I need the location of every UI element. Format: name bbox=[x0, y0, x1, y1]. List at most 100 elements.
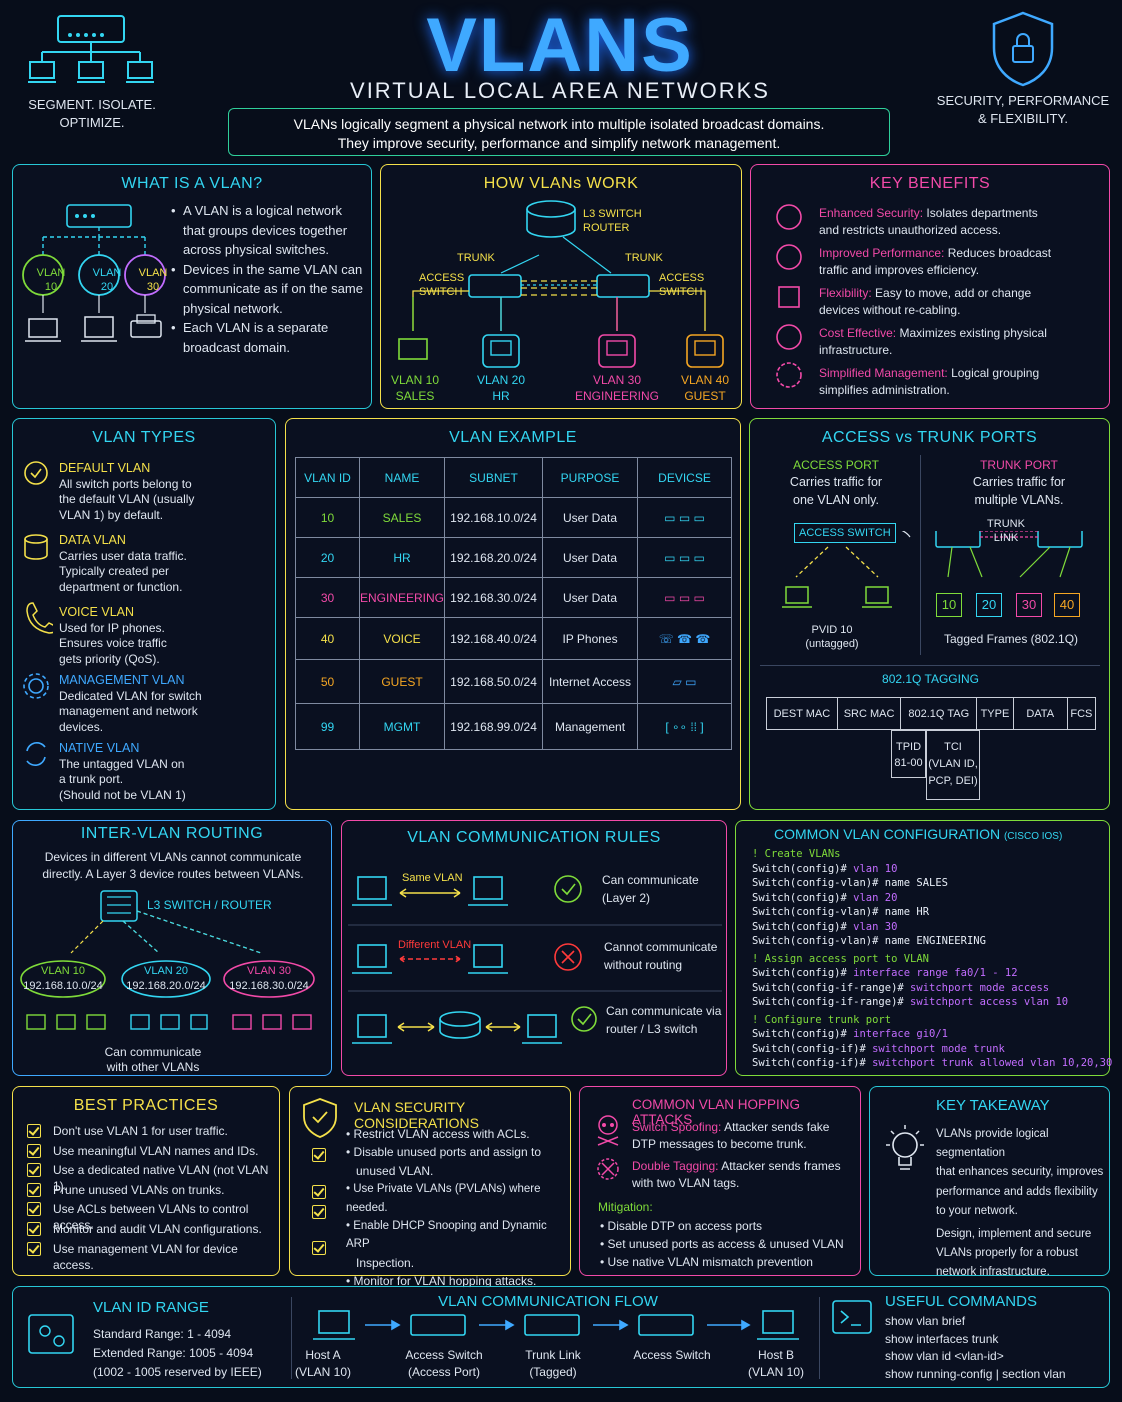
inter-title: INTER-VLAN ROUTING bbox=[80, 825, 264, 842]
best-item: Don't use VLAN 1 for user traffic. bbox=[27, 1123, 279, 1143]
best-item: Prune unused VLANs on trunks. bbox=[27, 1182, 279, 1202]
type-icons bbox=[23, 461, 53, 766]
check-icon bbox=[27, 1124, 41, 1138]
flow-step-access-switch: Access Switch(Access Port) bbox=[405, 1348, 483, 1379]
check-icon bbox=[27, 1202, 41, 1217]
mitigation-list: • Disable DTP on access ports • Set unus… bbox=[600, 1219, 844, 1269]
check-icon bbox=[312, 1241, 326, 1255]
lightbulb-icon bbox=[886, 1125, 924, 1170]
divider bbox=[920, 455, 921, 655]
check-icon bbox=[27, 1221, 41, 1236]
security-title: VLAN SECURITY CONSIDERATIONS bbox=[354, 1099, 479, 1131]
benefit-icons bbox=[776, 204, 802, 388]
check-icon bbox=[312, 1148, 326, 1162]
terminal-icon bbox=[832, 1300, 872, 1334]
frame-format-table: DEST MAC SRC MAC 802.1Q TAG TYPE DATA FC… bbox=[766, 697, 1097, 730]
inter-diagram bbox=[20, 890, 315, 1030]
config-line: Switch(config)# interface gi0/1 bbox=[752, 1028, 948, 1040]
ports-diagram bbox=[782, 531, 1083, 608]
divider bbox=[760, 665, 1100, 666]
page-title: VLANS bbox=[426, 3, 694, 88]
same-vlan-label: Same VLAN bbox=[402, 872, 463, 884]
how-title: HOW VLANs WORK bbox=[483, 175, 639, 192]
example-title: VLAN EXAMPLE bbox=[449, 429, 577, 446]
table-header: VLAN ID NAME SUBNET PURPOSE DEVICSE bbox=[295, 457, 732, 498]
how-trunk-right: TRUNK bbox=[625, 252, 663, 264]
diff-vlan-label: Different VLAN bbox=[398, 939, 472, 951]
flow-title: VLAN COMMUNICATION FLOW bbox=[438, 1293, 658, 1310]
config-line: Switch(config-vlan)# name HR bbox=[752, 906, 930, 918]
key-takeaway-panel: KEY TAKEAWAY VLANs provide logical segme… bbox=[869, 1086, 1110, 1278]
shield-lock-icon bbox=[992, 11, 1054, 87]
pvid-label: PVID 10(untagged) bbox=[805, 624, 859, 650]
divider bbox=[819, 1297, 820, 1379]
flow-step-host-b: Host B(VLAN 10) bbox=[747, 1348, 805, 1379]
laptop-icons: ▭ ▭ ▭ bbox=[637, 537, 732, 578]
benefit-cost: Cost Effective: Maximizes existing physi… bbox=[819, 326, 1047, 357]
tagging-title: 802.1Q TAGGING bbox=[882, 672, 979, 686]
network-switch-icon bbox=[28, 15, 154, 83]
commands-title: USEFUL COMMANDS bbox=[885, 1293, 1037, 1310]
best-item: Use a dedicated native VLAN (not VLAN 1)… bbox=[27, 1162, 279, 1193]
takeaway-title: KEY TAKEAWAY bbox=[936, 1097, 1050, 1114]
how-trunk-left: TRUNK bbox=[457, 252, 495, 264]
intro-box: VLANs logically segment a physical netwo… bbox=[228, 108, 890, 156]
check-icon bbox=[312, 1205, 326, 1219]
config-line: Switch(config-if-range)# switchport acce… bbox=[752, 996, 1069, 1008]
check-icon bbox=[27, 1241, 41, 1256]
what-bullets: A VLAN is a logical network that groups … bbox=[171, 201, 367, 357]
config-line: Switch(config-vlan)# name ENGINEERING bbox=[752, 935, 986, 947]
flow-step-trunk: Trunk Link(Tagged) bbox=[525, 1348, 581, 1379]
config-title: COMMON VLAN CONFIGURATION (CISCO IOS) bbox=[774, 826, 1063, 842]
rules-diagram bbox=[348, 875, 722, 1044]
phone-icons: ☏ ☎ ☎ bbox=[637, 617, 732, 660]
config-line: Switch(config-if)# switchport trunk allo… bbox=[752, 1057, 1113, 1069]
inter-vlan-panel: INTER-VLAN ROUTING Devices in different … bbox=[12, 820, 332, 1076]
benefit-flexibility: Flexibility: Easy to move, add or change… bbox=[819, 286, 1032, 317]
check-icon bbox=[27, 1163, 41, 1178]
best-list: Don't use VLAN 1 for user traffic. Use m… bbox=[27, 1123, 279, 1272]
flow-step-access-switch-b: Access Switch bbox=[633, 1348, 711, 1362]
skull-icon bbox=[597, 1115, 619, 1180]
types-title: VLAN TYPES bbox=[92, 429, 196, 446]
vlan-example-panel: VLAN EXAMPLE VLAN ID NAME SUBNET PURPOSE… bbox=[285, 418, 741, 810]
page-subtitle: VIRTUAL LOCAL AREA NETWORKS bbox=[350, 78, 770, 103]
rules-title: VLAN COMMUNICATION RULES bbox=[407, 829, 661, 846]
how-diagram bbox=[398, 200, 724, 368]
config-line: Switch(config)# vlan 30 bbox=[752, 920, 898, 933]
config-line: Switch(config)# vlan 10 bbox=[752, 862, 898, 875]
check-icon bbox=[312, 1185, 326, 1199]
key-benefits-panel: KEY BENEFITS Enhanced Security: Isolates… bbox=[750, 164, 1110, 409]
best-practices-panel: BEST PRACTICES Don't use VLAN 1 for user… bbox=[12, 1086, 280, 1276]
mitigation-label: Mitigation: bbox=[598, 1200, 653, 1214]
